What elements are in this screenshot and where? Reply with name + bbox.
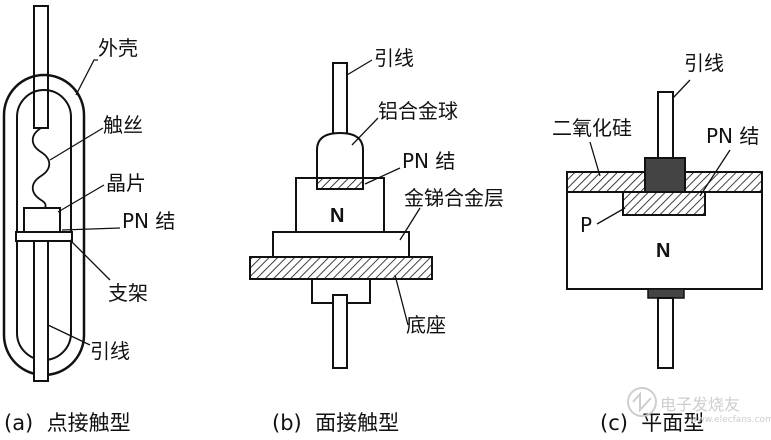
label-whisker: 触丝 — [103, 113, 143, 137]
label-alloy: 金锑合金层 — [404, 186, 504, 210]
diagram-planar: N 引线 二氧化硅 PN 结 P (c) 平面型 — [552, 51, 763, 435]
whisker-wire — [31, 127, 51, 211]
pn-junction-layer — [316, 177, 364, 190]
p-region — [622, 191, 706, 216]
label-pn: PN 结 — [402, 149, 455, 173]
label-lead: 引线 — [684, 51, 724, 75]
label-chip: 晶片 — [106, 171, 146, 195]
aluminum-ball — [316, 131, 364, 179]
diagram-surface-contact: N 引线 铝合金球 PN 结 金锑合金层 底座 (b) 面接触型 — [249, 46, 504, 435]
bottom-lead — [657, 297, 674, 369]
leader-pn — [61, 227, 121, 231]
oxide-right — [684, 171, 763, 193]
bottom-lead — [33, 240, 49, 382]
top-lead — [657, 91, 674, 163]
gold-antimony-layer — [272, 231, 410, 258]
watermark-text: 电子发烧友 — [660, 395, 740, 414]
watermark-url: www.elecfans.com — [690, 415, 771, 425]
leader-lead — [672, 79, 691, 99]
leader-pn — [364, 167, 401, 185]
label-oxide: 二氧化硅 — [552, 116, 632, 140]
leader-lead — [346, 59, 373, 76]
label-p: P — [580, 213, 592, 237]
watermark-logo-icon — [627, 387, 657, 417]
oxide-left — [566, 171, 646, 193]
base-plate — [249, 256, 433, 280]
bottom-contact — [647, 288, 685, 299]
label-lead: 引线 — [90, 339, 130, 363]
watermark: 电子发烧友 www.elecfans.com — [627, 387, 771, 425]
leader-bracket — [69, 239, 111, 281]
leader-alloy — [399, 207, 421, 241]
leader-pn — [699, 149, 731, 197]
label-pn: PN 结 — [706, 124, 759, 148]
top-contact — [644, 157, 686, 193]
label-ball: 铝合金球 — [378, 99, 458, 123]
leader-shell — [75, 59, 98, 96]
caption-c: (c) 平面型 — [600, 411, 704, 435]
leader-whisker — [49, 127, 104, 161]
top-lead — [33, 5, 49, 129]
caption-b: (b) 面接触型 — [272, 411, 399, 435]
leader-p — [596, 207, 626, 225]
caption-a: (a) 点接触型 — [4, 411, 131, 435]
leader-oxide — [589, 141, 601, 177]
label-pn: PN 结 — [122, 209, 175, 233]
leader-lead — [47, 324, 91, 346]
label-shell: 外壳 — [98, 36, 138, 60]
bottom-lead — [332, 294, 348, 369]
diagram-point-contact: 外壳 触丝 晶片 PN 结 支架 引线 (a) 点接触型 — [2, 5, 175, 435]
crystal-chip — [23, 207, 61, 233]
n-region-label: N — [330, 205, 344, 227]
label-bracket: 支架 — [108, 281, 148, 305]
n-region-label: N — [656, 240, 670, 262]
leader-base — [394, 274, 409, 326]
leader-chip — [57, 184, 105, 213]
label-base: 底座 — [406, 313, 446, 337]
label-lead: 引线 — [374, 46, 414, 70]
bracket-plate — [15, 231, 73, 242]
leader-ball — [351, 117, 379, 146]
